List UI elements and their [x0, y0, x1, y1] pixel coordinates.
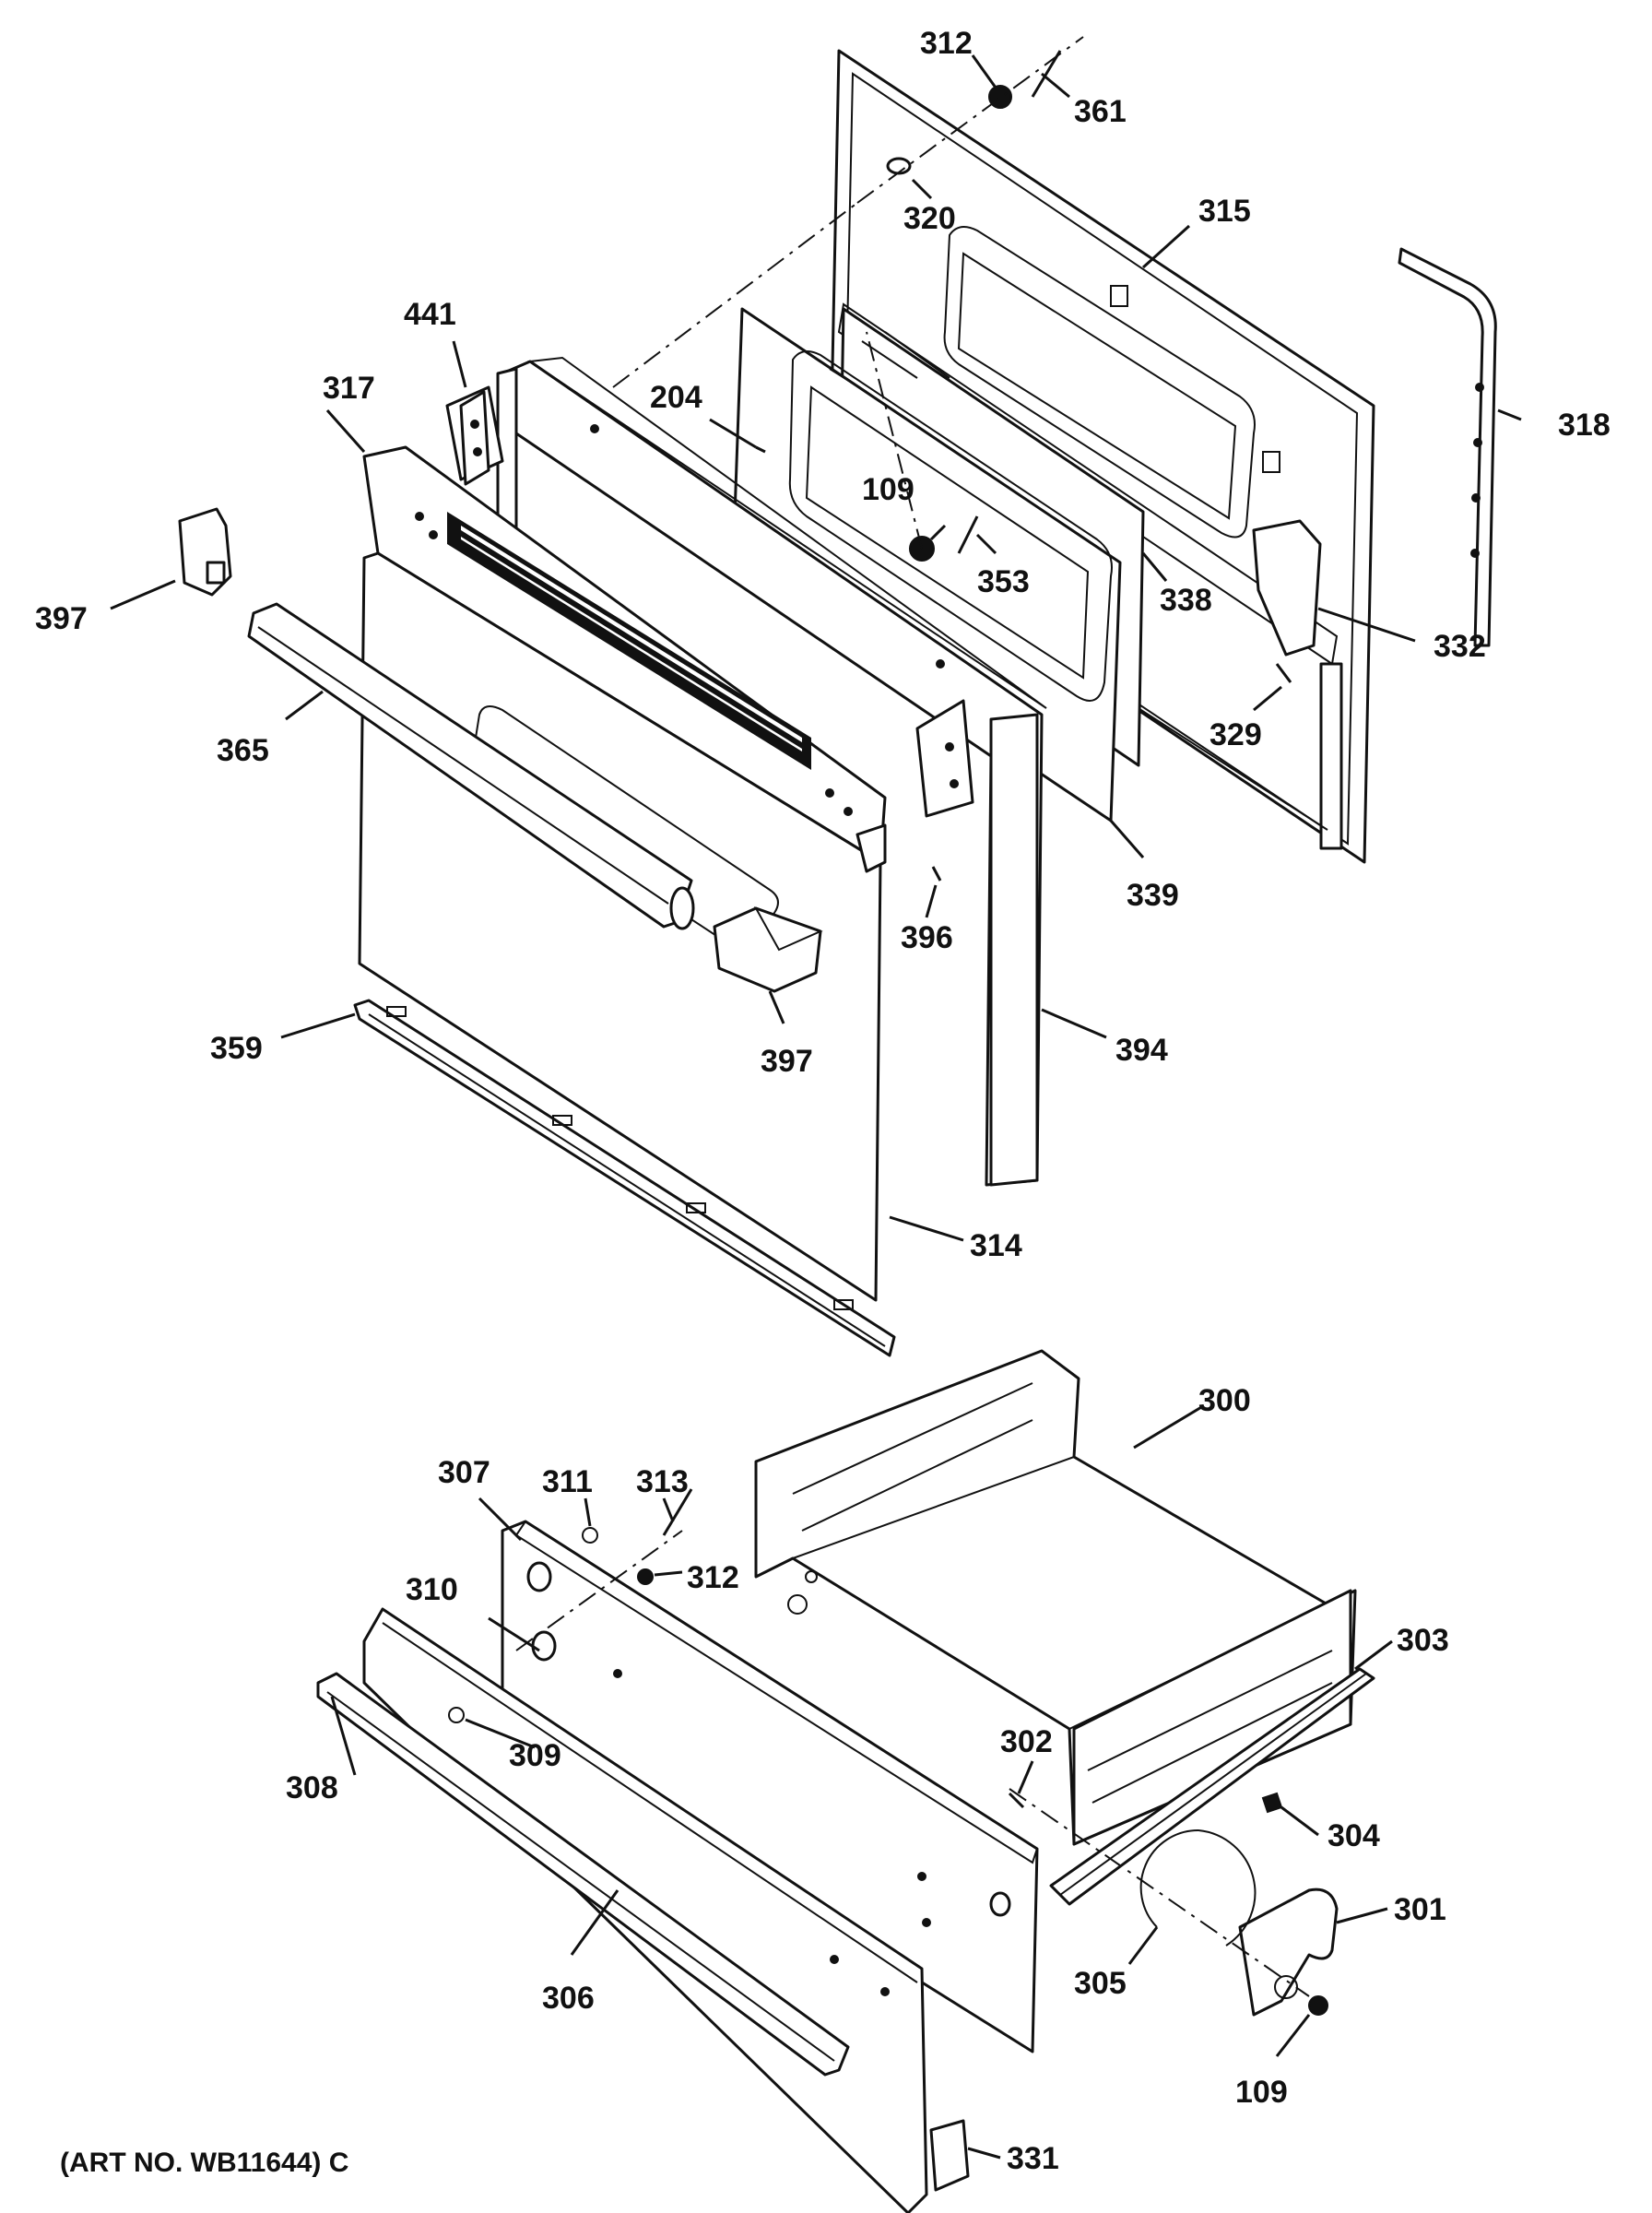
- screw-396: [931, 866, 942, 882]
- drawer-rail: [1049, 1667, 1375, 1906]
- callout-329: 329: [1210, 717, 1262, 752]
- callout-397-left: 397: [35, 601, 88, 636]
- outer-door: [358, 445, 887, 1302]
- door-gasket: [1398, 247, 1497, 647]
- callout-312: 312: [920, 26, 973, 61]
- callout-109: 109: [862, 472, 914, 507]
- callout-308: 308: [286, 1770, 338, 1805]
- callout-441: 441: [404, 297, 456, 332]
- callout-313: 313: [636, 1464, 689, 1499]
- art-number-caption: (ART NO. WB11644) C: [60, 2148, 348, 2178]
- callout-301: 301: [1394, 1892, 1446, 1927]
- nut-109: [1308, 1995, 1328, 2016]
- drawer-body: [754, 1349, 1357, 1846]
- leader-lines: [110, 54, 1522, 2160]
- screw-204: [755, 445, 766, 454]
- callout-314: 314: [970, 1228, 1022, 1263]
- screw-329: [1275, 663, 1292, 683]
- callout-317: 317: [323, 371, 375, 406]
- callout-365: 365: [217, 733, 269, 768]
- screw-353: [957, 515, 979, 554]
- pin-302: [1008, 1792, 1025, 1809]
- callout-109-lower: 109: [1235, 2075, 1288, 2110]
- callout-312-lower: 312: [687, 1560, 739, 1595]
- callout-397-right: 397: [761, 1044, 813, 1079]
- callout-302: 302: [1000, 1724, 1053, 1759]
- hinge-assembly: [1008, 1792, 1339, 2017]
- callout-315: 315: [1198, 194, 1251, 229]
- callout-310: 310: [406, 1572, 458, 1607]
- door-frame: [496, 356, 1047, 1187]
- callout-339: 339: [1127, 878, 1179, 913]
- callout-396: 396: [901, 920, 953, 955]
- callout-394: 394: [1115, 1033, 1168, 1068]
- drawer-fasteners: [582, 1488, 693, 1585]
- callout-338: 338: [1160, 583, 1212, 618]
- screw-313: [662, 1488, 693, 1536]
- bottom-trim: [353, 999, 896, 1357]
- handle-mount-right: [713, 906, 823, 993]
- callout-331: 331: [1007, 2141, 1059, 2176]
- handle-mount-left: [178, 507, 232, 597]
- callout-306: 306: [542, 1981, 595, 2016]
- bushing-311: [582, 1527, 598, 1544]
- hinge-bracket: [445, 385, 504, 486]
- callout-307: 307: [438, 1455, 490, 1490]
- washer-312b: [637, 1568, 654, 1585]
- callout-320: 320: [903, 201, 956, 236]
- callout-303: 303: [1397, 1623, 1449, 1658]
- callout-204: 204: [650, 380, 702, 415]
- callout-311: 311: [542, 1464, 593, 1499]
- callout-309: 309: [509, 1738, 561, 1773]
- drawer-handle: [316, 1672, 850, 2077]
- door-handle: [247, 602, 695, 930]
- callout-305: 305: [1074, 1966, 1127, 2001]
- callout-318: 318: [1558, 408, 1611, 443]
- callout-300: 300: [1198, 1383, 1251, 1418]
- screw-361: [1031, 50, 1062, 98]
- clip-304: [1261, 1792, 1283, 1814]
- callout-332: 332: [1434, 629, 1486, 664]
- callout-361: 361: [1074, 94, 1127, 129]
- vent-grille: [447, 512, 811, 770]
- callout-304: 304: [1328, 1818, 1380, 1853]
- callout-labels: 312 361 320 315 318 441 317 204 109 353 …: [35, 26, 1611, 2176]
- callout-353: 353: [977, 564, 1030, 599]
- drawer-bracket: [929, 2119, 970, 2192]
- callout-359: 359: [210, 1031, 263, 1066]
- inner-door-panel: [828, 49, 1375, 864]
